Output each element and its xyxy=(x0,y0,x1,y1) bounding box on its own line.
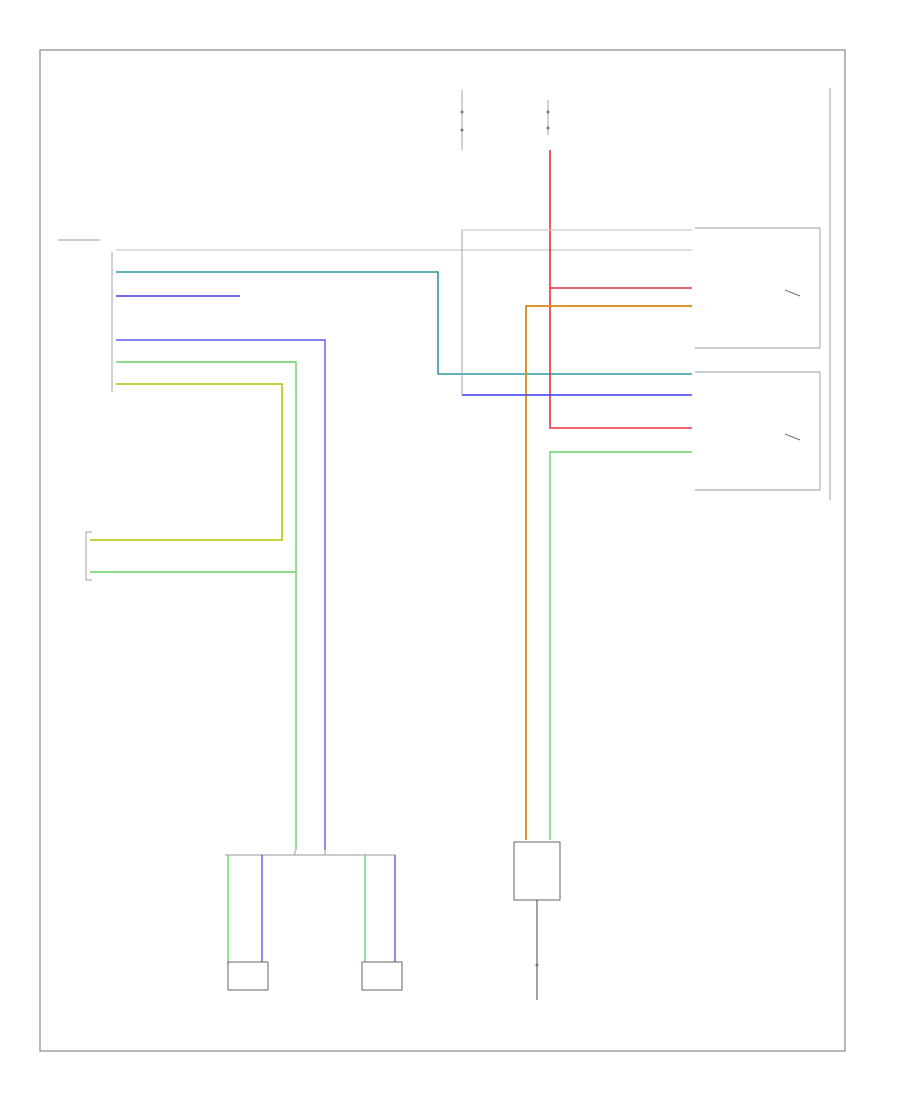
top-fuse-feeds xyxy=(460,90,550,150)
wire-teal xyxy=(116,271,692,375)
ground-module-box xyxy=(513,841,561,901)
sensor-b-box xyxy=(361,961,403,991)
diagram-frame xyxy=(39,49,846,1052)
sensor-bus xyxy=(225,850,395,856)
ac-pressure-switch xyxy=(695,227,821,349)
sensor-left xyxy=(85,531,92,581)
brake-switch xyxy=(695,371,821,491)
wire-orange xyxy=(525,305,692,840)
wire-green-right xyxy=(549,451,692,840)
sensor-a xyxy=(227,855,269,991)
wires xyxy=(90,150,692,850)
sensor-b xyxy=(361,855,403,991)
sensor-a-box xyxy=(227,961,269,991)
wire-green-1 xyxy=(116,361,297,850)
wire-blue-long xyxy=(116,339,326,850)
wire-green-2 xyxy=(90,383,283,541)
pcm-connector xyxy=(58,239,113,392)
wire-red xyxy=(549,150,692,429)
ground-module xyxy=(513,841,561,1000)
